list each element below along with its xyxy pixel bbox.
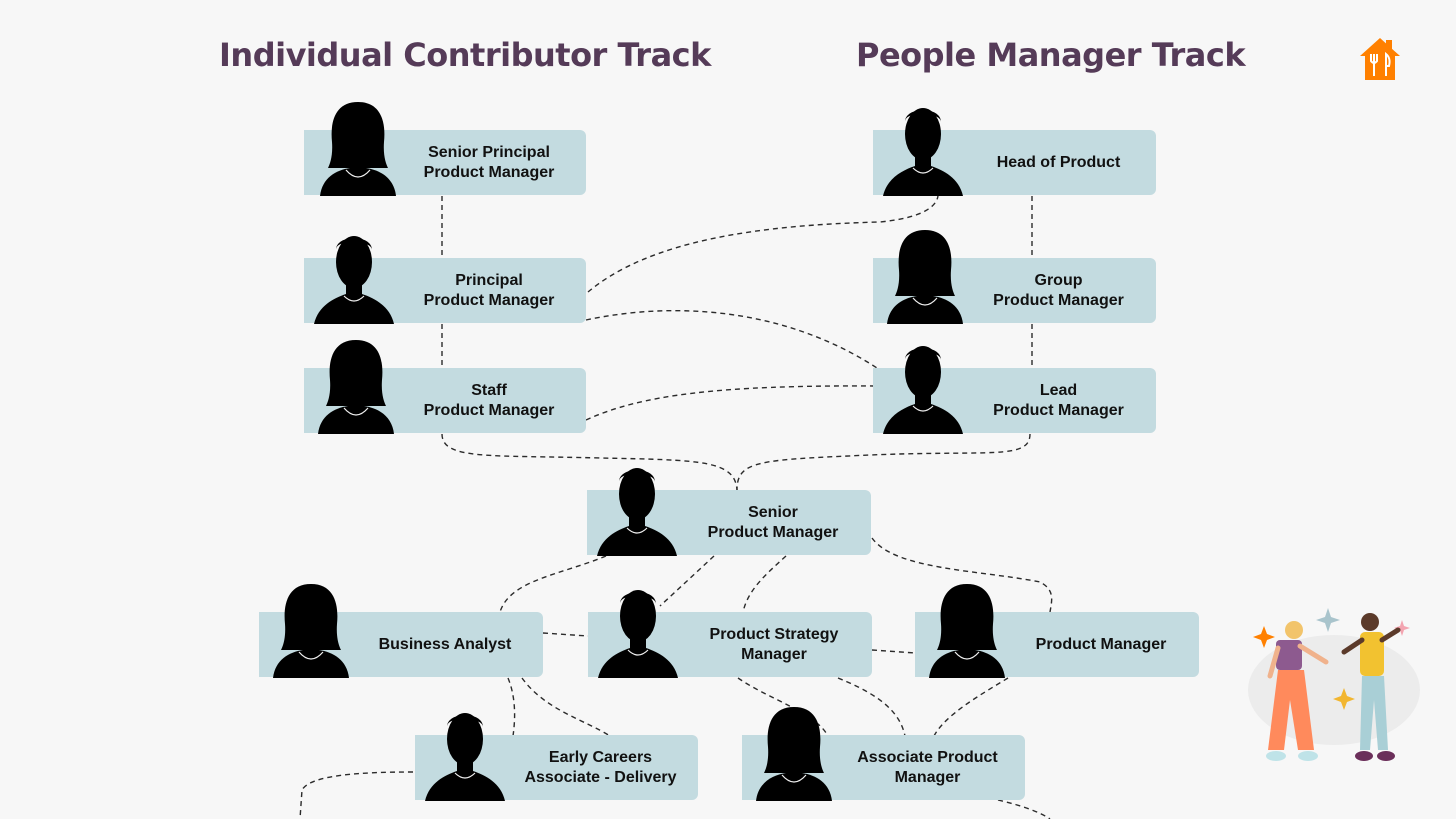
connector-product-manager-associate: [933, 677, 1009, 737]
node-product-manager: Product Manager: [915, 612, 1199, 677]
connector-early-careers-offscreen: [299, 771, 414, 819]
connector-senior-strategy: [659, 555, 715, 607]
connector-staff-senior: [441, 433, 738, 491]
node-label: Group Product Manager: [993, 271, 1124, 309]
node-principal-product-manager: Principal Product Manager: [304, 258, 586, 323]
connector-business-analyst-early-careers-2: [521, 677, 611, 737]
node-staff-product-manager: Staff Product Manager: [304, 368, 586, 433]
male-silhouette-icon: [597, 460, 677, 558]
female-silhouette-icon: [927, 582, 1007, 680]
node-business-analyst: Business Analyst: [259, 612, 543, 677]
female-silhouette-icon: [754, 705, 834, 803]
node-head-of-product: Head of Product: [873, 130, 1156, 195]
node-label: Lead Product Manager: [993, 381, 1124, 419]
node-label: Principal Product Manager: [423, 271, 555, 309]
node-label: Business Analyst: [378, 635, 512, 653]
male-silhouette-icon: [883, 100, 963, 198]
connector-associate-offscreen: [997, 799, 1051, 819]
node-label: Senior Product Manager: [707, 503, 839, 541]
node-label: Product Manager: [1035, 635, 1167, 653]
node-product-strategy-manager: Product Strategy Manager: [588, 612, 872, 677]
male-silhouette-icon: [425, 705, 505, 803]
connector-lead-senior: [736, 433, 1031, 491]
connector-business-analyst-early-careers: [507, 677, 516, 737]
pm-track-title: People Manager Track: [856, 36, 1246, 74]
node-label: Associate Product Manager: [857, 748, 998, 786]
female-silhouette-icon: [885, 228, 965, 326]
connector-strategy-associate: [737, 677, 829, 737]
connector-business-analyst-strategy: [542, 632, 589, 637]
connector-strategy-associate-2: [837, 677, 906, 737]
connector-senior-associate: [742, 555, 787, 613]
node-associate-product-manager: Associate Product Manager: [742, 735, 1025, 800]
house-fork-knife-icon: [1358, 36, 1402, 82]
node-senior-product-manager: Senior Product Manager: [587, 490, 871, 555]
connector-staff-lead: [585, 385, 875, 421]
male-silhouette-icon: [598, 582, 678, 680]
female-silhouette-icon: [271, 582, 351, 680]
female-silhouette-icon: [318, 100, 398, 198]
ic-track-title: Individual Contributor Track: [219, 36, 711, 74]
male-silhouette-icon: [883, 338, 963, 436]
dancing-people-illustration: [1242, 600, 1426, 772]
node-group-product-manager: Group Product Manager: [873, 258, 1156, 323]
node-early-careers-associate-delivery: Early Careers Associate - Delivery: [415, 735, 698, 800]
node-senior-principal-product-manager: Senior Principal Product Manager: [304, 130, 586, 195]
connector-strategy-product-manager: [871, 649, 916, 654]
node-label: Senior Principal Product Manager: [423, 143, 555, 181]
male-silhouette-icon: [314, 228, 394, 326]
connector-senior-business-analyst: [499, 555, 607, 613]
connector-principal-lead: [585, 310, 881, 371]
connector-senior-product-manager: [871, 537, 1053, 613]
node-label: Product Strategy Manager: [709, 625, 839, 663]
node-label: Early Careers Associate - Delivery: [524, 748, 677, 786]
connector-principal-head: [587, 195, 939, 293]
female-silhouette-icon: [316, 338, 396, 436]
node-label: Head of Product: [996, 153, 1121, 171]
node-label: Staff Product Manager: [423, 381, 555, 419]
node-lead-product-manager: Lead Product Manager: [873, 368, 1156, 433]
